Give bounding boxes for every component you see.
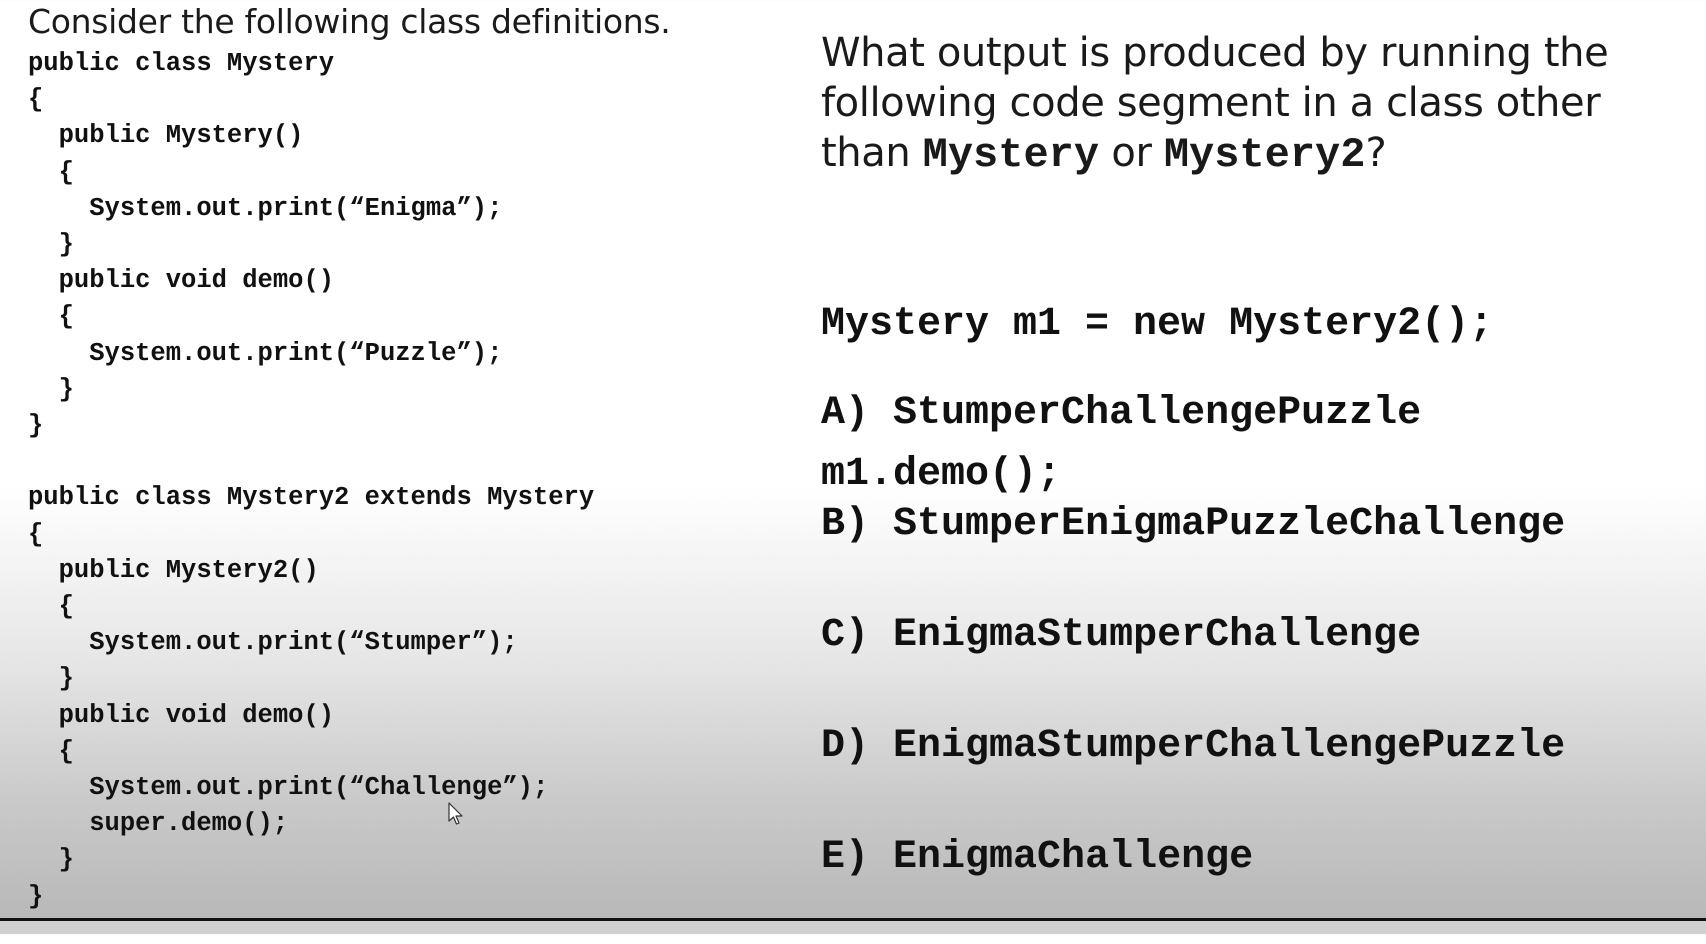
code-line: public class Mystery2 extends Mystery (28, 483, 595, 513)
option-c: C) EnigmaStumperChallenge (821, 611, 1691, 722)
option-d: D) EnigmaStumperChallengePuzzle (821, 722, 1691, 833)
code-line: System.out.print(“Stumper”); (28, 628, 518, 658)
code-line: } (28, 664, 74, 694)
code-line: System.out.print(“Puzzle”); (28, 338, 503, 368)
code-line: public Mystery() (28, 121, 304, 151)
option-text: EnigmaStumperChallengePuzzle (893, 724, 1566, 769)
slide: Consider the following class definitions… (28, 2, 1681, 915)
code-line: public void demo() (28, 700, 335, 730)
code-line: } (28, 374, 74, 404)
option-text: StumperEnigmaPuzzleChallenge (893, 502, 1566, 547)
code-line: { (28, 302, 74, 332)
question-prefix: than (821, 130, 923, 176)
question-line: than Mystery or Mystery2? (821, 128, 1681, 180)
option-letter: D) (821, 724, 870, 769)
code-block: public class Mystery { public Mystery() … (28, 46, 728, 915)
class-name-mystery2: Mystery2 (1163, 131, 1366, 179)
answer-options: A) StumperChallengePuzzle B) StumperEnig… (821, 389, 1691, 944)
class-definitions-panel: Consider the following class definitions… (28, 2, 728, 915)
question-text: What output is produced by running the f… (821, 28, 1681, 180)
code-line: } (28, 881, 44, 911)
option-letter: B) (821, 502, 870, 547)
segment-line: Mystery m1 = new Mystery2(); (821, 302, 1494, 347)
code-line: System.out.print(“Enigma”); (28, 193, 503, 223)
mouse-pointer-icon (448, 802, 463, 825)
code-blank-line (28, 444, 728, 480)
code-line: public void demo() (28, 266, 335, 296)
code-line: super.demo(); (28, 809, 289, 839)
code-line: { (28, 519, 44, 549)
option-letter: C) (821, 613, 870, 658)
code-segment: Mystery m1 = new Mystery2(); m1.demo(); (821, 200, 1681, 600)
option-letter: E) (821, 835, 870, 880)
code-line: public Mystery2() (28, 555, 319, 585)
code-line: { (28, 85, 44, 115)
code-line: public class Mystery (28, 49, 335, 78)
option-letter: A) (821, 391, 870, 436)
option-a: A) StumperChallengePuzzle (821, 389, 1691, 500)
code-line: } (28, 230, 74, 260)
code-line: System.out.print(“Challenge”); (28, 773, 549, 803)
code-line: } (28, 845, 74, 875)
code-line: } (28, 411, 44, 441)
segment-line: m1.demo(); (821, 452, 1062, 497)
question-line: What output is produced by running the (821, 30, 1609, 76)
bottom-border (0, 918, 1706, 934)
option-b: B) StumperEnigmaPuzzleChallenge (821, 500, 1691, 611)
option-text: EnigmaStumperChallenge (893, 613, 1422, 658)
class-name-mystery: Mystery (922, 131, 1100, 179)
question-mark: ? (1365, 130, 1387, 176)
code-line: { (28, 592, 74, 622)
code-line: { (28, 157, 74, 187)
option-e: E) EnigmaChallenge (821, 833, 1691, 944)
intro-text: Consider the following class definitions… (28, 2, 671, 41)
question-panel: What output is produced by running the f… (821, 28, 1681, 600)
option-text: EnigmaChallenge (893, 835, 1254, 880)
option-text: StumperChallengePuzzle (893, 391, 1422, 436)
code-line: { (28, 736, 74, 766)
question-line: following code segment in a class other (821, 80, 1601, 126)
question-or: or (1099, 130, 1164, 176)
